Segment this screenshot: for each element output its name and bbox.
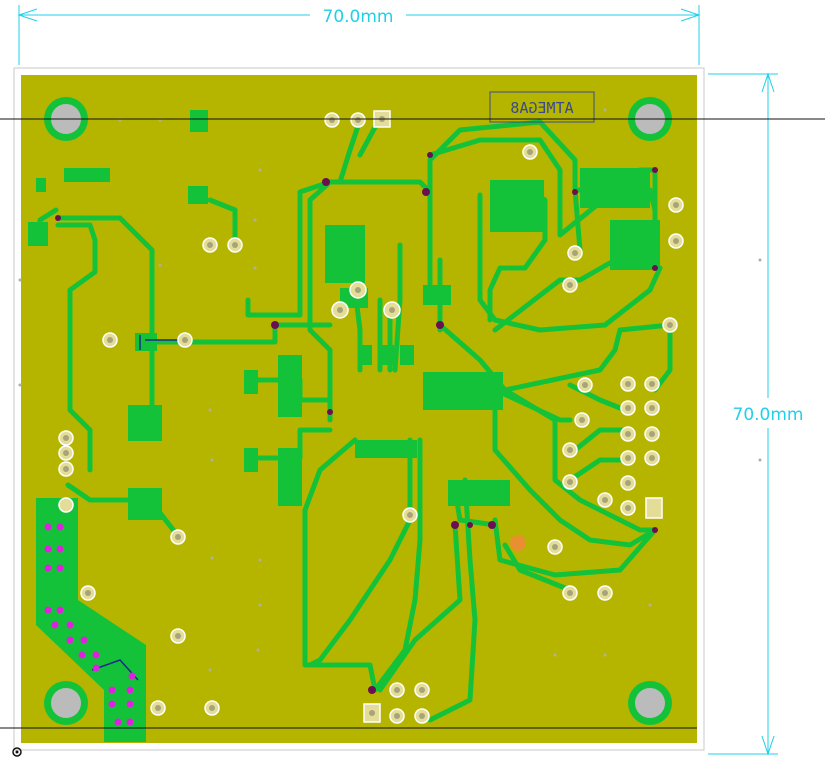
silkscreen-label: ATMEGA8 [510, 99, 573, 117]
copper-pours [28, 110, 660, 742]
dimension-lines [17, 5, 778, 756]
vias [55, 152, 658, 694]
board-width-dimension: 70.0mm [323, 7, 394, 27]
crosshair [0, 118, 825, 729]
board-height-dimension: 70.0mm [733, 405, 804, 425]
board-outline [13, 67, 705, 751]
mounting-holes [44, 97, 672, 725]
test-points [18, 108, 762, 672]
highlighted-vias [44, 523, 136, 726]
copper-traces [37, 115, 673, 723]
silkscreen-label-group: ATMEGA8 [489, 91, 595, 123]
through-hole-pads [58, 110, 684, 724]
origin-marker [12, 747, 22, 757]
selected-pad [510, 535, 526, 551]
